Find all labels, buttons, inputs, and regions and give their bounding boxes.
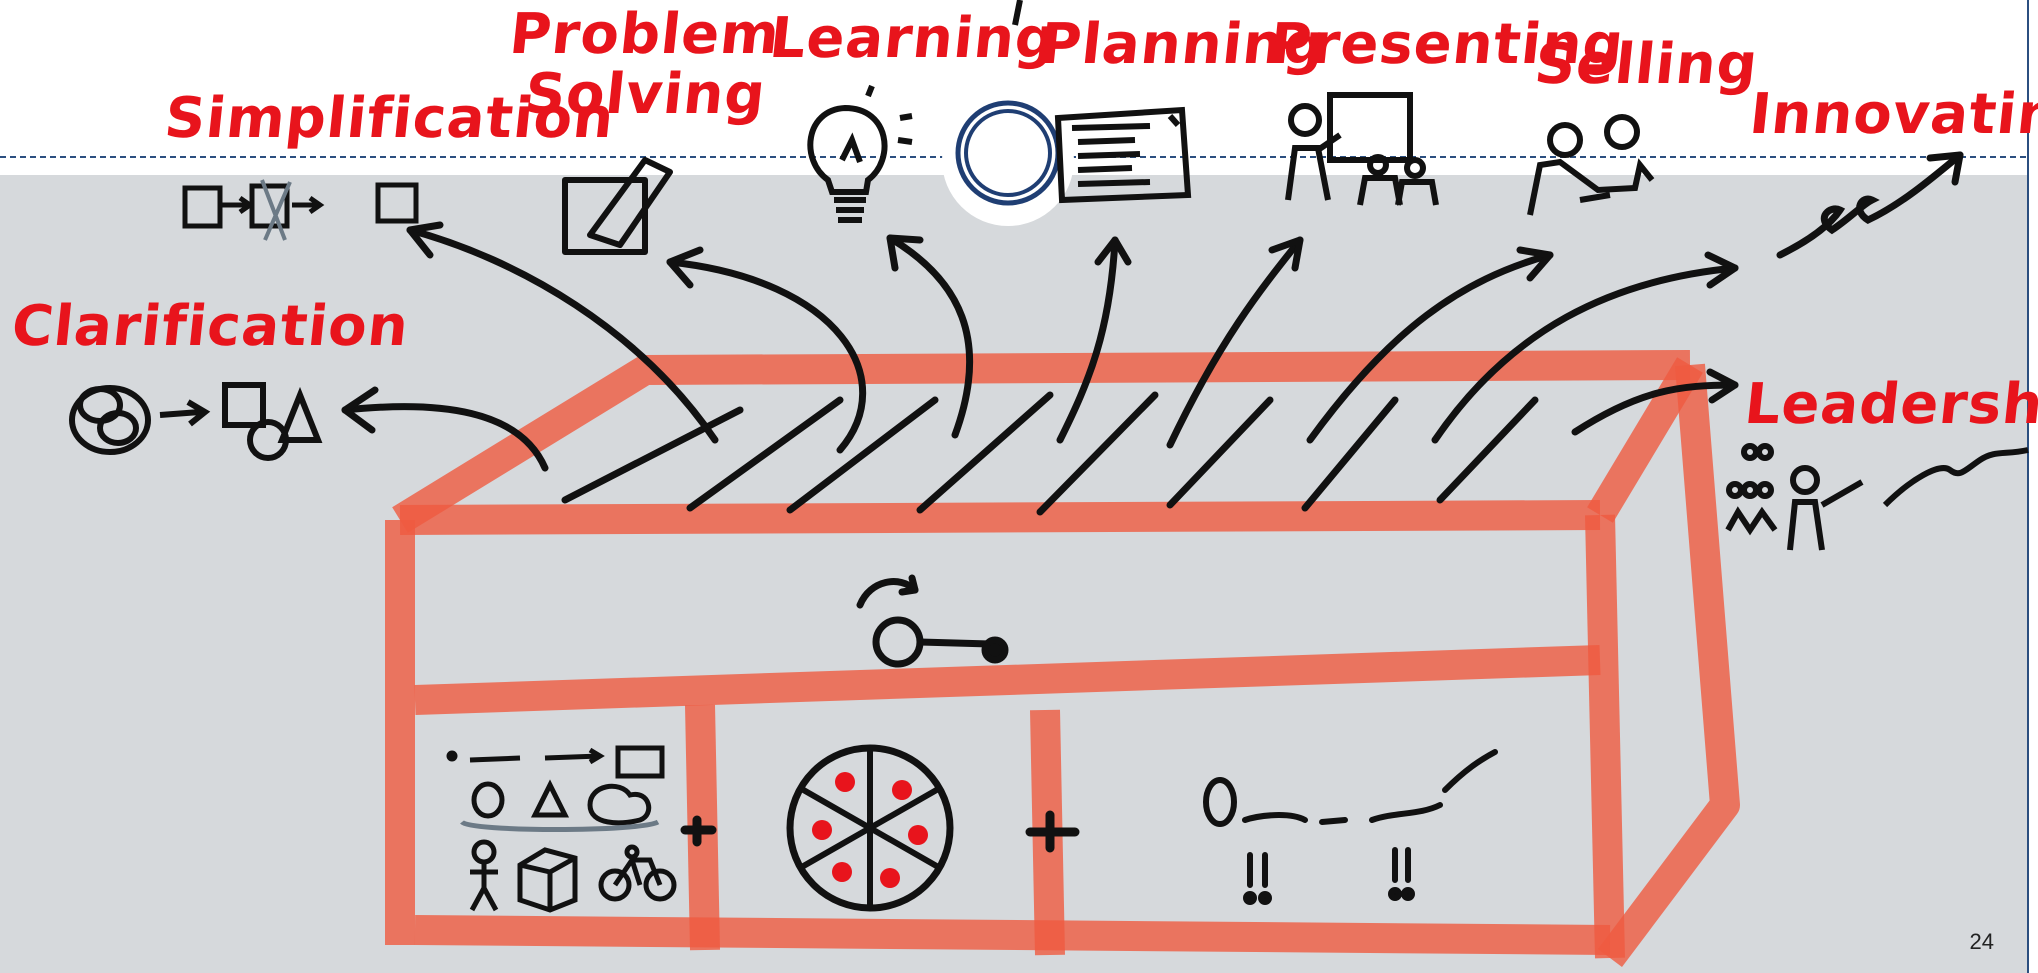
label-innovating: Innovating bbox=[1746, 82, 2038, 147]
label-clarification: Clarification bbox=[8, 294, 413, 359]
lightbulb-icon bbox=[807, 84, 913, 223]
pencil-icon bbox=[562, 157, 673, 255]
boxes-flow-icon bbox=[182, 179, 419, 241]
label-problem-solving-2: Solving bbox=[521, 62, 770, 127]
tab-circle bbox=[942, 94, 1074, 226]
label-leadership: Leadership bbox=[1741, 372, 2038, 437]
page-number: 24 bbox=[1969, 929, 1994, 954]
handshake-icon bbox=[1527, 114, 1655, 216]
pen-stroke-icon bbox=[1776, 151, 1964, 259]
arrows bbox=[341, 221, 1739, 472]
presentation-board-icon bbox=[1054, 106, 1192, 204]
label-selling: Selling bbox=[1531, 32, 1762, 97]
key-icon bbox=[856, 574, 1009, 668]
label-learning: Learning bbox=[766, 6, 1060, 71]
emphasis-path-icon bbox=[1203, 749, 1498, 905]
lid-hatching bbox=[561, 391, 1539, 516]
shapes-cluster-icon bbox=[69, 382, 323, 461]
presenter-icon bbox=[1285, 92, 1439, 206]
flow-items-icon bbox=[446, 745, 677, 913]
group-people-icon bbox=[1725, 443, 2029, 551]
label-problem-solving-1: Problem bbox=[506, 2, 784, 67]
top-fragment bbox=[1012, 0, 1023, 26]
wheel-icon bbox=[786, 744, 954, 912]
plus-signs bbox=[680, 810, 1080, 853]
